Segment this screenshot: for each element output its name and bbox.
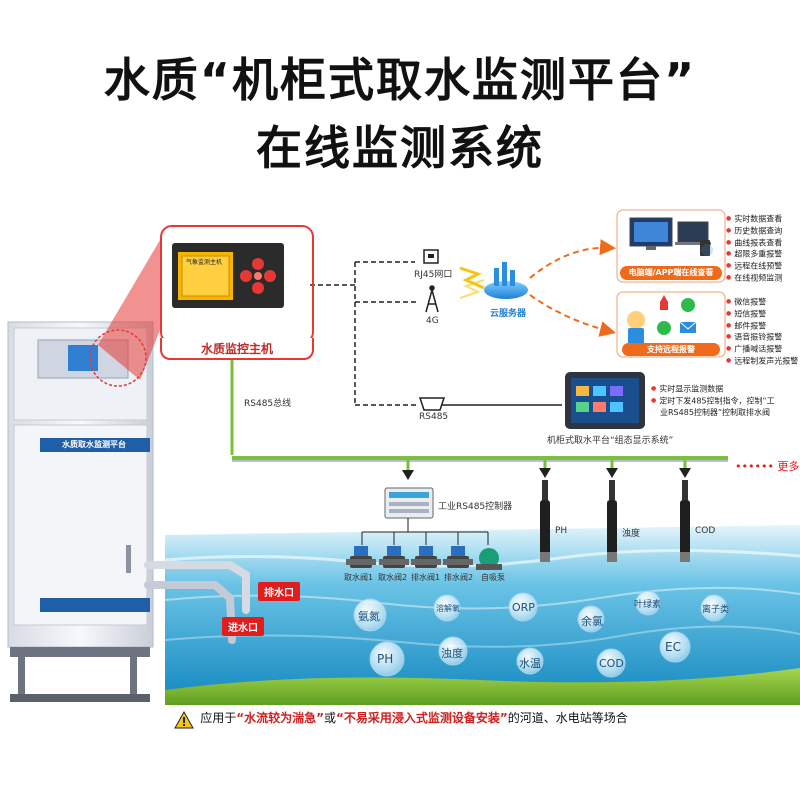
rj45-label: RJ45网口: [414, 270, 453, 280]
sensor-label-cod: COD: [695, 526, 716, 536]
host-device: [172, 243, 284, 308]
arrow-to-alarm: [529, 294, 616, 337]
grass-bank: [165, 668, 800, 705]
bubble-label: 余氯: [581, 615, 603, 628]
bubble-label: 水温: [519, 657, 541, 670]
pc-feature-item: 曲线报表查看: [726, 237, 782, 249]
zoom-circle: [89, 329, 147, 387]
4g-tower-icon: [425, 285, 439, 313]
controller-tree: [361, 518, 489, 545]
valve-label: 取水阀2: [378, 573, 408, 582]
display-note-2b: 业RS485控制器”控制取排水阀: [660, 407, 771, 417]
water-inlet-tag: 进水口: [222, 617, 264, 636]
display-note-1: 实时显示监测数据: [651, 383, 775, 395]
display-screen: [565, 372, 645, 429]
parameter-bubbles: [353, 590, 728, 678]
bubble-label: EC: [665, 640, 681, 654]
alarm-feature-item: 广播喊话报警: [726, 343, 798, 355]
pc-feature-item: 实时数据查看: [726, 213, 782, 225]
remote-alarm-button: 支持远程报警: [622, 343, 720, 356]
footer-highlight-1: “水流较为湍急”: [236, 711, 324, 725]
4g-label: 4G: [426, 316, 439, 326]
warning-icon: [174, 710, 194, 729]
footer-mid: 或: [323, 711, 336, 725]
cabinet-label: 水质取水监测平台: [62, 440, 126, 449]
rs485-controller-box: [384, 487, 434, 519]
bubble-label: 离子类: [702, 605, 730, 615]
valve-label: 自吸泵: [481, 573, 505, 582]
pc-feature-item: 在线视频监测: [726, 272, 782, 284]
alarm-feature-item: 远程制发声光报警: [726, 355, 798, 367]
alarm-feature-item: 短信报警: [726, 308, 798, 320]
sensor-label-turbidity: 浊度: [622, 529, 641, 539]
display-caption: 机柜式取水平台“组态显示系统”: [547, 436, 674, 446]
page-title-line2: 在线监测系统: [256, 121, 544, 175]
host-label: 水质监控主机: [160, 338, 314, 360]
valve-icons: [346, 546, 502, 570]
display-notes: 实时显示监测数据 定时下发485控制指令，控制“工 业RS485控制器”控制取排…: [651, 383, 775, 418]
footer-note: 应用于“水流较为湍急”或“不易采用浸入式监测设备安装”的河道、水电站等场合: [0, 709, 800, 726]
pc-feature-item: 历史数据查询: [726, 225, 782, 237]
pc-feature-item: 远程在线预警: [726, 260, 782, 272]
arrow-to-pc: [529, 239, 616, 279]
bubble-label: PH: [377, 652, 394, 666]
host-screen-title: 气象监测主机: [186, 259, 223, 266]
display-note-2a: 定时下发485控制指令，控制“工: [651, 395, 774, 407]
pc-feature-item: 超限多重报警: [726, 248, 782, 260]
controller-label: 工业RS485控制器: [438, 502, 513, 512]
bubble-label: ORP: [512, 601, 535, 614]
rj45-icon: [423, 249, 439, 264]
more-label: •••••• 更多: [735, 460, 800, 473]
bus-drops: [402, 460, 691, 480]
cloud-server-icon: [484, 262, 528, 299]
lightning-icon: [459, 266, 485, 299]
cloud-label: 云服务器: [490, 309, 527, 319]
network-lines: [310, 261, 418, 406]
pc-feature-list: 实时数据查看 历史数据查询 曲线报表查看 超限多重报警 远程在线预警 在线视频监…: [726, 213, 782, 284]
valve-label: 排水阀1: [411, 573, 441, 582]
valve-label: 取水阀1: [344, 573, 374, 582]
drain-outlet-tag: 排水口: [258, 582, 300, 601]
bubble-label: 溶解氧: [436, 604, 460, 613]
alarm-feature-item: 微信报警: [726, 296, 798, 308]
bubble-label: COD: [599, 657, 624, 670]
pc-view-button: 电脑端/APP端在线查看: [620, 266, 722, 280]
zoom-beam: [98, 240, 160, 380]
sensor-probes: [540, 480, 690, 562]
valve-label: 排水阀2: [444, 573, 474, 582]
footer-suffix: 的河道、水电站等场合: [507, 711, 628, 725]
rs485-port-icon: [418, 397, 446, 411]
cabinet: [7, 321, 154, 702]
bubble-label: 叶绿素: [634, 600, 662, 610]
bubble-label: 氨氮: [358, 610, 380, 623]
footer-highlight-2: “不易采用浸入式监测设备安装”: [336, 711, 508, 725]
bubble-label: 浊度: [441, 647, 463, 660]
rs485-label: RS485: [419, 412, 449, 422]
page-title-line1: 水质“机柜式取水监测平台”: [103, 53, 697, 107]
host-callout: [160, 225, 314, 344]
bus-label: RS485总线: [244, 399, 292, 409]
alarm-feature-list: 微信报警 短信报警 邮件报警 语音振铃报警 广播喊话报警 远程制发声光报警: [726, 296, 798, 367]
sensor-label-ph: PH: [555, 526, 568, 536]
pc-panel: [616, 209, 726, 283]
alarm-feature-item: 语音振铃报警: [726, 331, 798, 343]
footer-prefix: 应用于: [200, 711, 237, 725]
alarm-panel: [616, 291, 726, 358]
alarm-feature-item: 邮件报警: [726, 320, 798, 332]
